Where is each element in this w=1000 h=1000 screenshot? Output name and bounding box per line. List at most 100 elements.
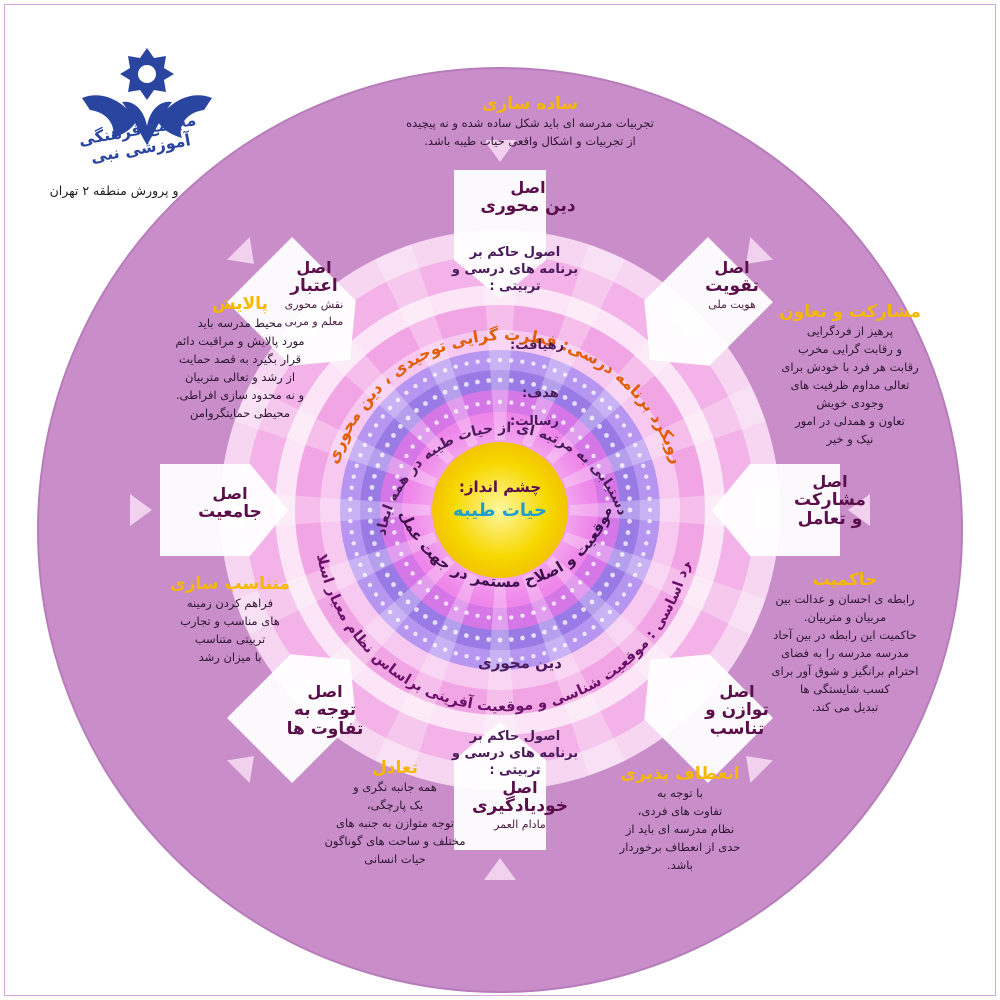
principle-differences: اصل توجه به تفاوت ها	[286, 682, 364, 739]
ring-dot	[368, 518, 373, 524]
ring-dot	[497, 637, 503, 643]
ring-dot	[404, 390, 409, 395]
ring-dot	[604, 582, 609, 587]
ring-dot	[453, 606, 459, 611]
arrow-icon	[746, 756, 773, 783]
ring-dot	[582, 631, 587, 637]
ring-dot	[591, 625, 596, 630]
ring-dot	[627, 507, 633, 513]
ring-dot	[414, 408, 419, 413]
ring-dot	[531, 654, 536, 659]
ring-dot	[434, 420, 439, 425]
ring-dot	[531, 382, 537, 387]
ring-dot	[475, 656, 480, 661]
ring-dot	[422, 637, 428, 643]
ring-dot	[562, 395, 568, 400]
ring-dot	[637, 452, 642, 458]
ring-dot	[380, 414, 385, 419]
ring-dot	[572, 637, 578, 643]
approach-label: رهیافت:	[510, 338, 565, 353]
ring-dot	[531, 361, 536, 366]
ring-dot	[395, 397, 401, 403]
ring-dot	[379, 452, 385, 458]
ring-dot	[410, 571, 415, 576]
ring-dot	[375, 552, 381, 557]
ring-dot	[369, 530, 375, 535]
note-equilibrium-title: تعادل	[372, 758, 418, 778]
ring-dot	[442, 389, 448, 395]
ring-dot	[453, 629, 458, 635]
principle-participation: اصل مشارکت و تعامل	[794, 472, 866, 529]
ring-dot	[380, 601, 385, 606]
ring-dot	[486, 358, 491, 363]
ring-dot	[497, 615, 503, 621]
note-governance: حاکمیت رابطه ی احسان و عدالت بین مربیان …	[760, 570, 930, 716]
ring-dot	[600, 474, 605, 479]
ring-dot	[623, 541, 628, 547]
ring-dot	[589, 599, 595, 605]
ring-dot	[385, 572, 390, 578]
ring-dot	[392, 485, 397, 490]
ring-dot	[542, 385, 547, 391]
ring-dot	[572, 401, 577, 406]
ring-dot	[422, 377, 428, 383]
ring-dot	[463, 633, 469, 638]
ring-dot	[373, 423, 379, 428]
ring-dot	[475, 359, 480, 364]
ring-dot	[410, 444, 415, 449]
ring-dot	[425, 427, 430, 432]
ring-dot	[520, 402, 525, 407]
principle-balance: اصل توازن و تناسب	[705, 682, 769, 739]
arrow-icon	[227, 237, 254, 264]
ring-dot	[632, 442, 638, 448]
light-ray	[522, 572, 625, 776]
note-simplification: ساده سازی تجربیات مدرسه ای باید شکل ساده…	[380, 94, 680, 150]
ring-dot	[398, 424, 403, 429]
ring-dot	[610, 442, 615, 448]
ring-dot	[405, 599, 411, 605]
logo-icon	[82, 48, 212, 145]
ring-dot	[379, 562, 385, 568]
ring-dot	[349, 530, 354, 535]
ring-dot	[390, 519, 395, 524]
ring-dot	[413, 383, 418, 389]
principle-pentagon-credibility	[227, 237, 356, 366]
ring-dot	[404, 625, 409, 630]
principle-self-learning: اصل خودیادگیری مادام العمر	[471, 778, 569, 831]
ring-dot	[475, 379, 480, 385]
note-fitting: متناسب سازی فراهم کردن زمینه های مناسب و…	[150, 574, 310, 666]
ring-dot	[599, 397, 605, 403]
ring-dot	[413, 631, 418, 637]
note-purification-title: پالایش	[212, 294, 268, 314]
ring-dot	[578, 580, 583, 585]
ring-dot	[603, 485, 608, 490]
ring-dot	[551, 414, 557, 419]
ring-dot	[627, 432, 633, 438]
ring-dot	[646, 485, 651, 490]
ring-dot	[475, 613, 480, 618]
ring-dot	[531, 610, 536, 615]
ring-dot	[392, 530, 397, 535]
ring-dot	[443, 601, 449, 606]
ring-dot	[486, 637, 492, 642]
ring-dot	[463, 382, 469, 387]
principle-pentagon-religion	[454, 170, 546, 298]
ring-dot	[619, 552, 625, 557]
ring-dot	[464, 361, 469, 366]
ring-dot	[354, 552, 359, 557]
ring-dot	[442, 625, 448, 631]
ring-dot	[610, 572, 615, 578]
ring-dot	[641, 463, 646, 468]
ring-dot	[486, 378, 492, 383]
ring-dot	[348, 496, 353, 501]
ring-dot	[464, 405, 469, 410]
ring-dot	[520, 656, 525, 661]
ring-dot	[603, 530, 608, 535]
ring-dot	[367, 432, 373, 438]
ring-dot	[404, 453, 409, 459]
note-equilibrium: تعادل همه جانبه نگری و یک پارچگی، توجه م…	[300, 758, 490, 868]
ring-dot	[591, 390, 596, 395]
ring-dot	[508, 378, 514, 383]
vision-label: چشم انداز:	[458, 478, 542, 496]
ring-dot	[432, 395, 438, 400]
